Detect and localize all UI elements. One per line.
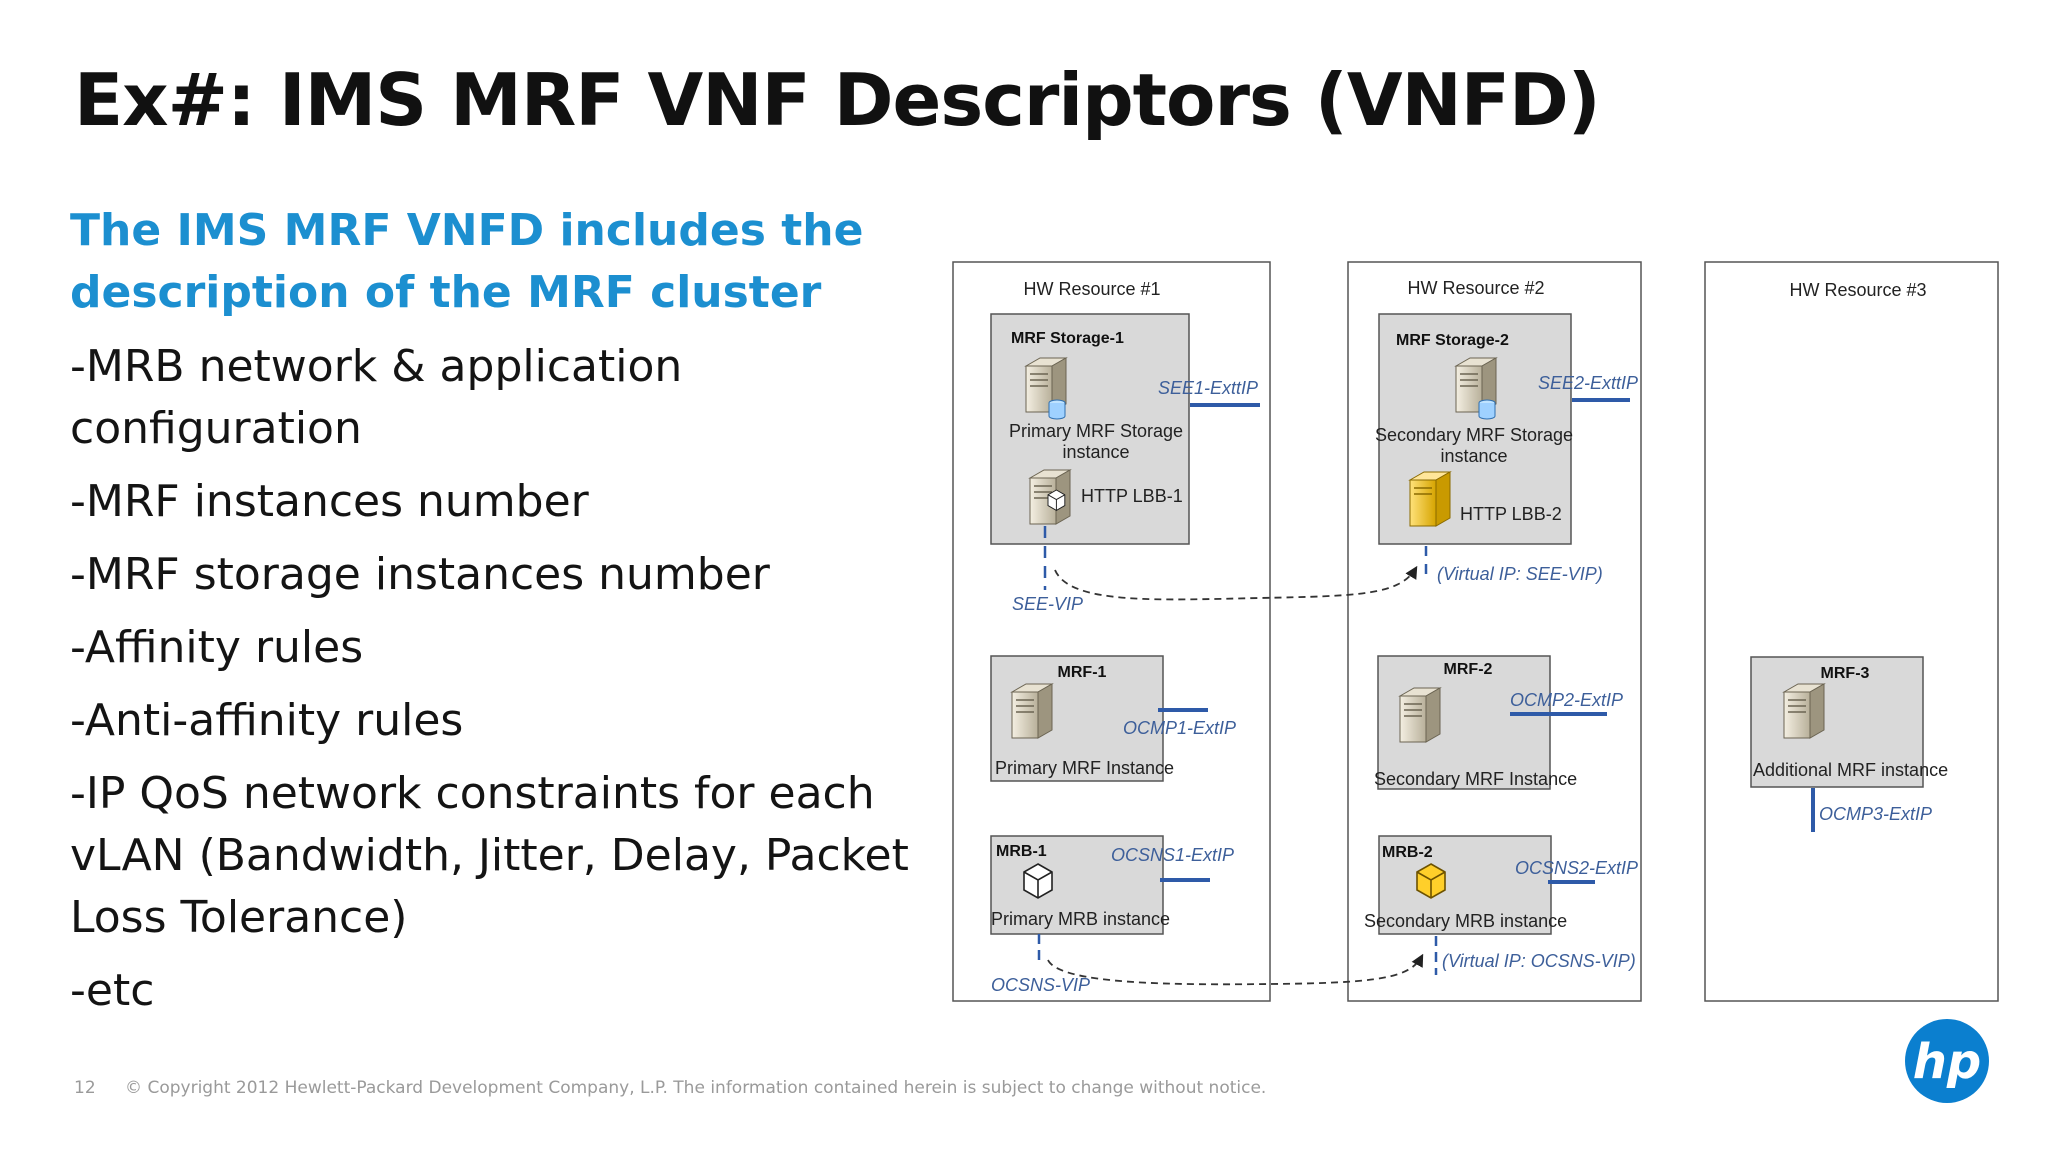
- http-lbb-2-label: HTTP LBB-2: [1460, 504, 1562, 524]
- bullet-item: -Affinity rules: [70, 622, 364, 673]
- mrb-1-title: MRB-1: [996, 843, 1047, 860]
- mrf-1-label: Primary MRF Instance: [995, 758, 1174, 778]
- lbb-cube-icon: [1047, 489, 1066, 511]
- mrb-node-icon: [1416, 863, 1446, 899]
- ocsns-vip-label: OCSNS-VIP: [991, 975, 1090, 995]
- see-virtual-ip-label: (Virtual IP: SEE-VIP): [1437, 564, 1603, 584]
- mrb-1-box: [990, 835, 1164, 935]
- hw-resource-1-label: HW Resource #1: [1023, 279, 1160, 299]
- ocmp3-ext-ip-label: OCMP3-ExtIP: [1819, 804, 1932, 824]
- see-vip-label: SEE-VIP: [1012, 594, 1083, 614]
- mrf-3-label: Additional MRF instance: [1753, 760, 1948, 780]
- bullet-item: -IP QoS network constraints for each vLA…: [70, 768, 909, 943]
- mrf-storage-1-title: MRF Storage-1: [1011, 330, 1124, 347]
- ocsns2-ext-ip-label: OCSNS2-ExtIP: [1515, 858, 1638, 878]
- see1-ext-ip-label: SEE1-ExttIP: [1158, 378, 1258, 398]
- hw-resource-2-label: HW Resource #2: [1407, 278, 1544, 298]
- bullet-item: -etc: [70, 965, 155, 1016]
- mrf-3-box: [1750, 656, 1924, 788]
- hw-resource-3-frame: [1704, 261, 1999, 1002]
- ocmp1-ext-ip-label: OCMP1-ExtIP: [1123, 718, 1236, 738]
- hw-resource-3-label: HW Resource #3: [1789, 280, 1926, 300]
- intro-line-1: The IMS MRF VNFD includes the: [70, 205, 864, 256]
- mrb-node-icon: [1023, 863, 1053, 899]
- ocsns-vip-failover-arrow: [1047, 953, 1424, 986]
- mrf-storage-2-title: MRF Storage-2: [1396, 332, 1509, 349]
- see-vip-failover-arrow: [1054, 565, 1418, 601]
- mrf-storage-1-box: [990, 313, 1190, 545]
- mrf-server-icon: [1783, 683, 1825, 739]
- ocmp2-ext-ip-label: OCMP2-ExtIP: [1510, 690, 1623, 710]
- page-number: 12: [74, 1078, 96, 1098]
- storage-1-line-1: Primary MRF Storage: [1009, 421, 1183, 441]
- left-text-column: The IMS MRF VNFD includes the descriptio…: [70, 200, 910, 1033]
- mrb-2-label: Secondary MRB instance: [1364, 911, 1567, 931]
- http-lbb-server-icon: [1409, 471, 1451, 527]
- mrf-server-icon: [1011, 683, 1053, 739]
- hp-logo: hp: [1905, 1019, 1989, 1103]
- mrf-1-title: MRF-1: [1058, 664, 1107, 681]
- bullet-list: -MRB network & application configuration…: [70, 336, 910, 1022]
- see2-ext-ip-label: SEE2-ExttIP: [1538, 373, 1638, 393]
- intro-text: The IMS MRF VNFD includes the descriptio…: [70, 200, 910, 324]
- ocsns1-ext-ip-label: OCSNS1-ExtIP: [1111, 845, 1234, 865]
- storage-2-line-1: Secondary MRF Storage: [1375, 425, 1573, 445]
- mrf-server-icon: [1399, 687, 1441, 743]
- mrf-3-title: MRF-3: [1821, 665, 1870, 682]
- storage-2-line-2: instance: [1440, 446, 1507, 466]
- http-lbb-1-label: HTTP LBB-1: [1081, 486, 1183, 506]
- mrf-2-label: Secondary MRF Instance: [1374, 769, 1577, 789]
- bullet-item: -MRF instances number: [70, 476, 589, 527]
- ocsns-virtual-ip-label: (Virtual IP: OCSNS-VIP): [1442, 951, 1636, 971]
- bullet-item: -MRF storage instances number: [70, 549, 770, 600]
- database-icon: [1478, 399, 1496, 420]
- bullet-item: -Anti-affinity rules: [70, 695, 464, 746]
- mrf-2-title: MRF-2: [1444, 661, 1493, 678]
- footer: 12 © Copyright 2012 Hewlett-Packard Deve…: [74, 1078, 1266, 1098]
- storage-1-line-2: instance: [1062, 442, 1129, 462]
- mrb-2-box: [1378, 835, 1552, 935]
- slide-title: Ex#: IMS MRF VNF Descriptors (VNFD): [74, 58, 1601, 142]
- copyright-notice: © Copyright 2012 Hewlett-Packard Develop…: [125, 1078, 1267, 1098]
- mrb-2-title: MRB-2: [1382, 844, 1433, 861]
- intro-line-2: description of the MRF cluster: [70, 267, 822, 318]
- mrb-1-label: Primary MRB instance: [991, 909, 1170, 929]
- hp-logo-text: hp: [1913, 1034, 1982, 1090]
- bullet-item: -MRB network & application configuration: [70, 341, 683, 454]
- database-icon: [1048, 399, 1066, 420]
